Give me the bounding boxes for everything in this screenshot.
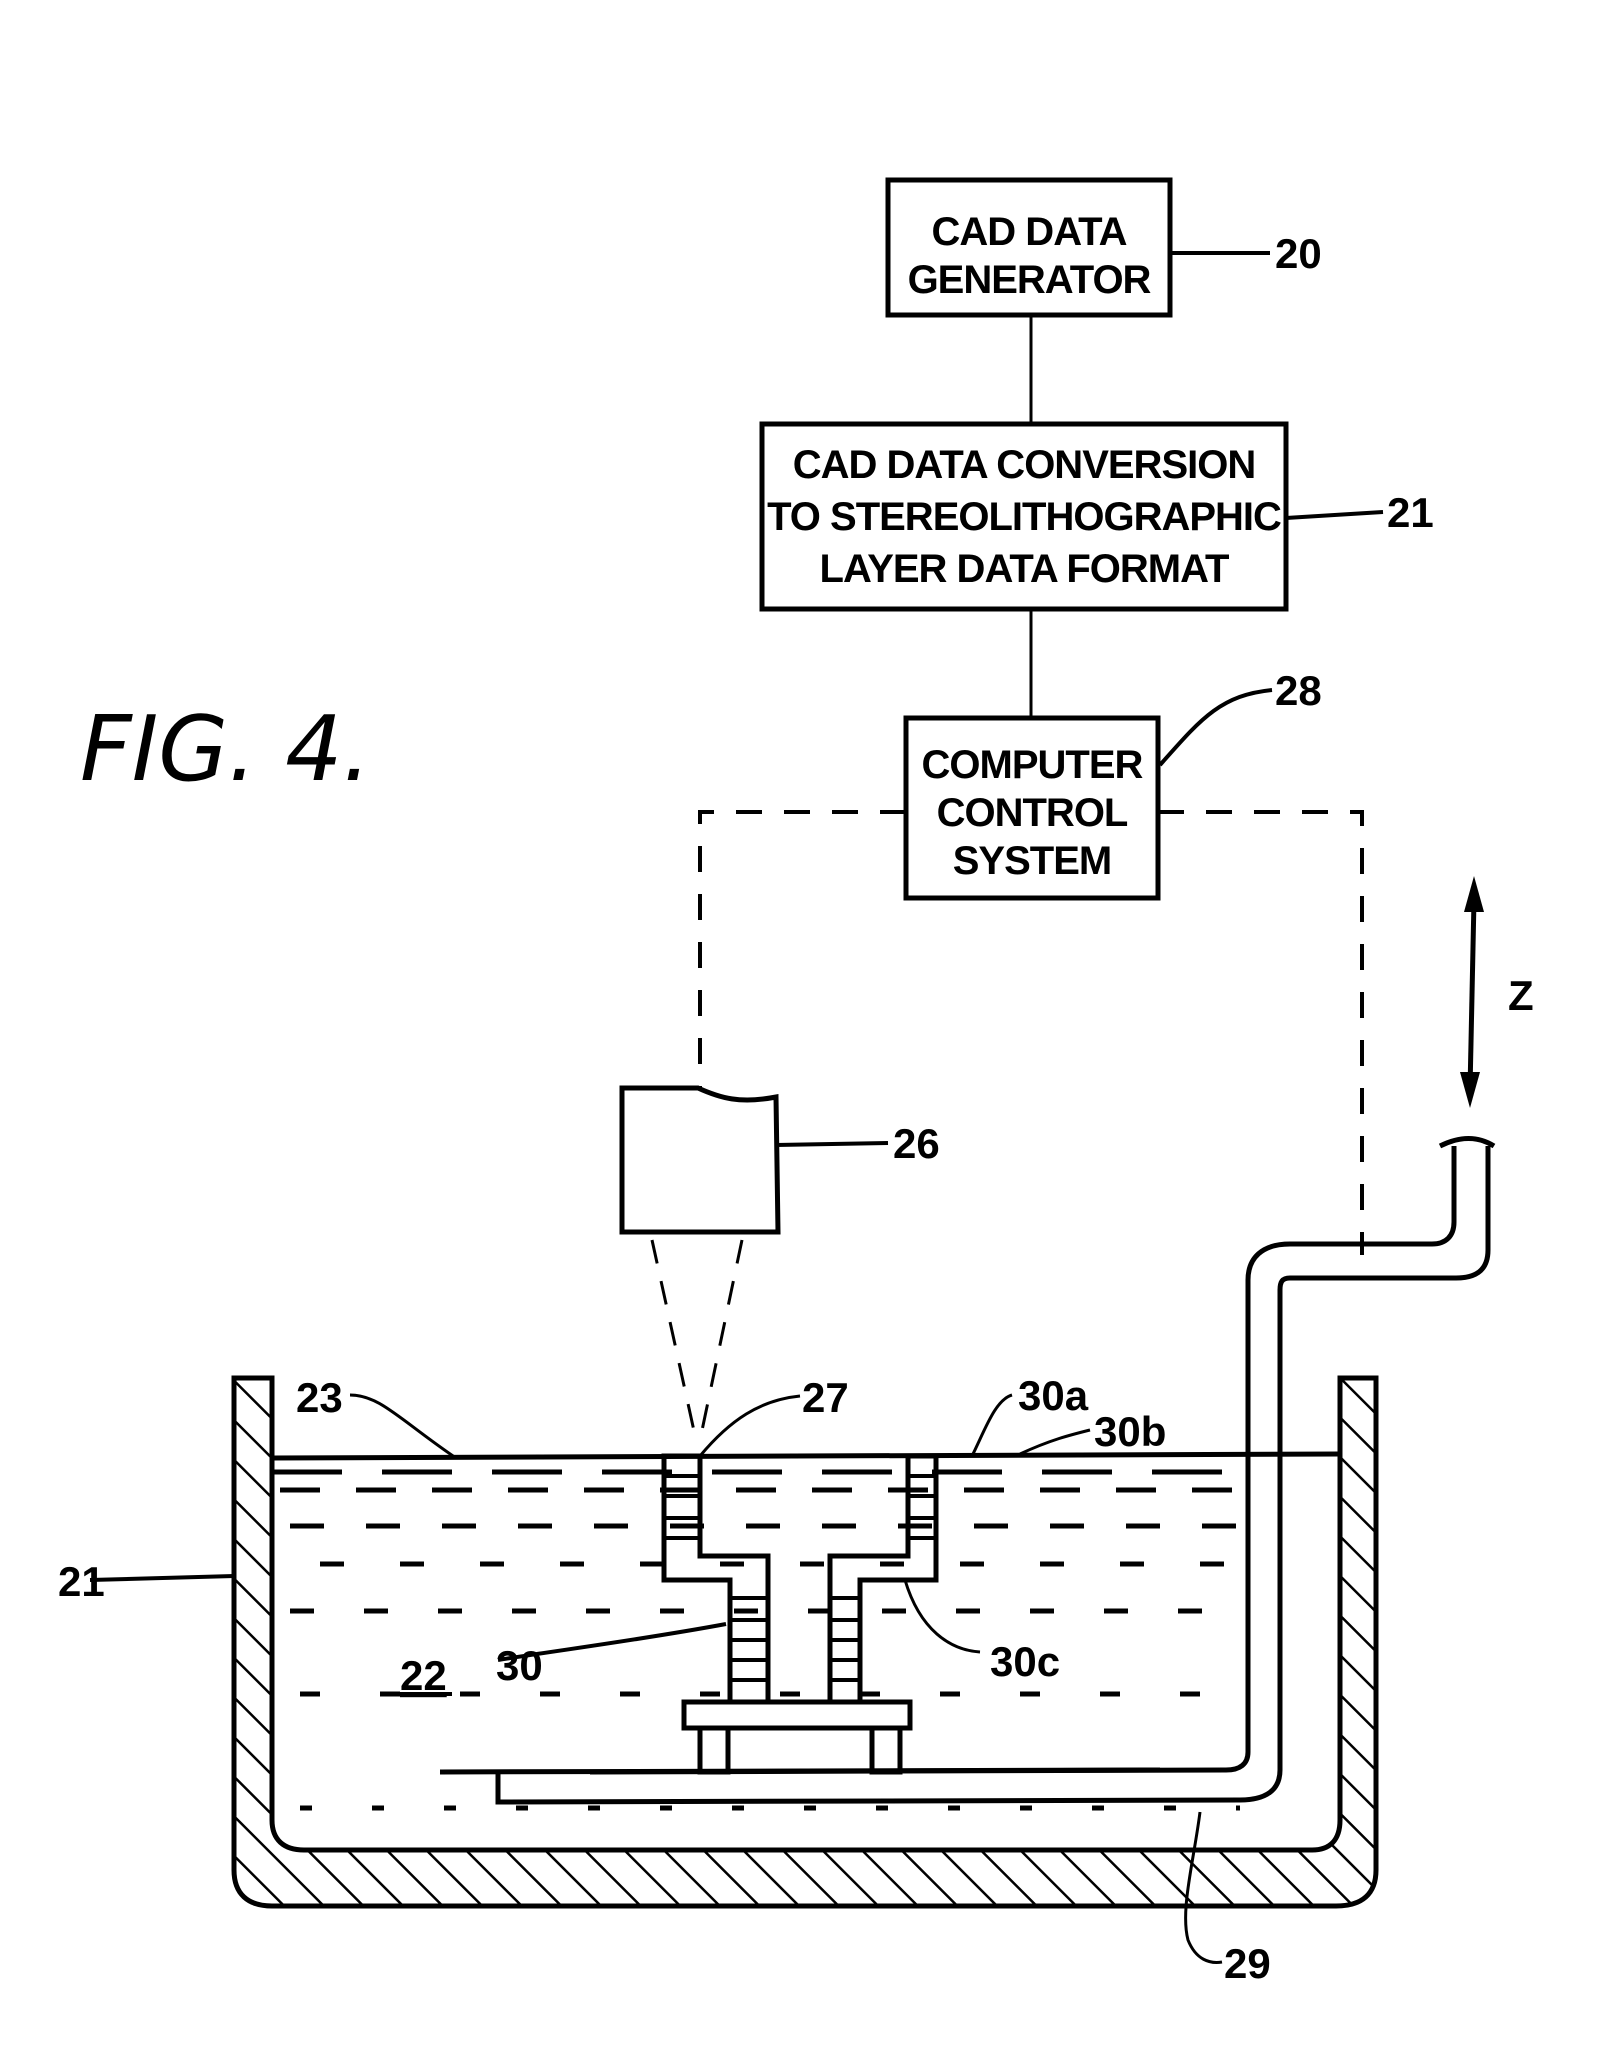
support-left (700, 1728, 728, 1772)
z-axis-indicator: Z (1460, 876, 1534, 1108)
leader-line-30c (905, 1580, 980, 1652)
control-line-to-elevator (1158, 812, 1362, 1255)
beam-right (700, 1240, 742, 1440)
arrow-down-icon (1460, 1072, 1480, 1108)
control-line-to-light-source (700, 812, 906, 1090)
ref-30: 30 (496, 1642, 543, 1689)
ref-21-container: 21 (58, 1558, 105, 1605)
ref-29: 29 (1224, 1940, 1271, 1987)
cad-generator-line-2: GENERATOR (908, 258, 1152, 302)
z-axis-line (1470, 900, 1474, 1090)
ref-28: 28 (1275, 667, 1322, 714)
cad-data-generator-block: CAD DATA GENERATOR 20 (888, 180, 1322, 315)
ref-30b: 30b (1094, 1408, 1166, 1455)
leader-line-26 (776, 1143, 888, 1145)
part-right-column (830, 1456, 936, 1702)
part-left-column (664, 1456, 768, 1702)
ref-26: 26 (893, 1120, 940, 1167)
part-base-plate (684, 1702, 910, 1728)
computer-control-line-3: SYSTEM (953, 839, 1111, 883)
cad-data-conversion-block: CAD DATA CONVERSION TO STEREOLITHOGRAPHI… (762, 424, 1434, 609)
ref-20: 20 (1275, 230, 1322, 277)
leader-line-27 (700, 1396, 800, 1456)
surface-line (272, 1454, 1340, 1458)
leader-line-21-top (1286, 512, 1383, 518)
support-right (872, 1728, 900, 1772)
computer-control-system-block: COMPUTER CONTROL SYSTEM 28 (906, 667, 1322, 898)
computer-control-line-2: CONTROL (937, 791, 1128, 835)
leader-line-23 (350, 1395, 456, 1458)
cad-conversion-line-2: TO STEREOLITHOGRAPHIC (767, 495, 1281, 539)
leader-line-30b (1020, 1430, 1090, 1454)
light-source: 26 (622, 1088, 940, 1440)
leader-line-28 (1160, 690, 1272, 765)
leader-line-21-container (90, 1576, 234, 1580)
z-axis-label: Z (1508, 972, 1534, 1019)
platform-top (440, 1770, 1160, 1772)
cad-generator-line-1: CAD DATA (932, 210, 1127, 254)
beam-left (652, 1240, 696, 1440)
figure-title: FIG. 4. (80, 697, 371, 802)
ref-30c: 30c (990, 1638, 1060, 1685)
cad-conversion-line-1: CAD DATA CONVERSION (793, 443, 1255, 487)
ref-23: 23 (296, 1374, 343, 1421)
part-object: 30 (496, 1456, 936, 1772)
arrow-up-icon (1464, 876, 1484, 912)
ref-30a: 30a (1018, 1372, 1089, 1419)
leader-line-30a (972, 1395, 1012, 1456)
ref-27: 27 (802, 1374, 849, 1421)
ref-21-top: 21 (1387, 489, 1434, 536)
elevator-arm-top (1440, 1139, 1494, 1147)
ref-22: 22 (400, 1652, 447, 1699)
light-source-box (622, 1088, 778, 1232)
computer-control-line-1: COMPUTER (922, 743, 1144, 787)
cad-conversion-line-3: LAYER DATA FORMAT (820, 547, 1229, 591)
